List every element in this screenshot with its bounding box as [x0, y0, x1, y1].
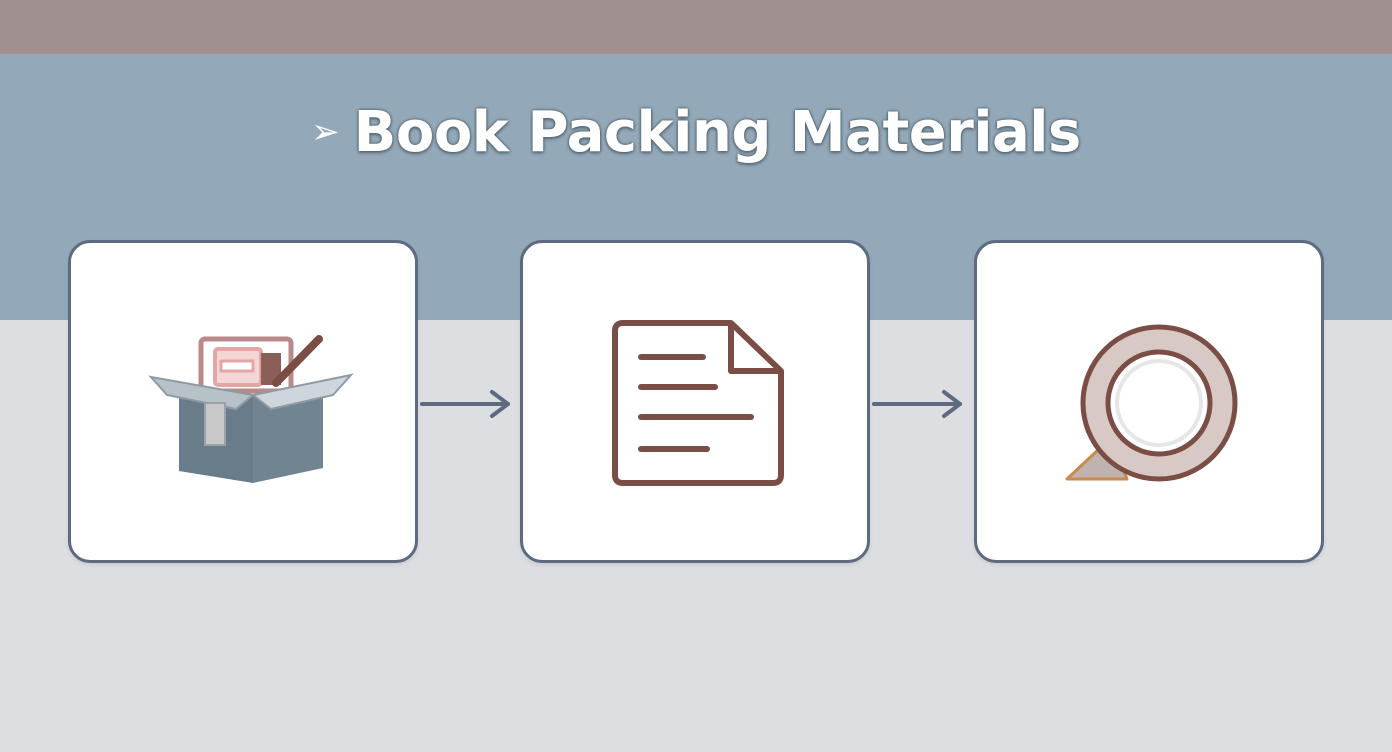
step-card-tape [974, 240, 1324, 563]
box-tape [204, 402, 226, 446]
box-flap-right [250, 373, 354, 411]
step-card-document [520, 240, 870, 563]
document-outline [612, 320, 784, 486]
flow-arrow-2 [872, 390, 962, 418]
title-arrow-icon: ➢ [311, 112, 340, 152]
open-box-icon [148, 335, 354, 483]
document-icon [612, 320, 784, 486]
title-row: ➢ Book Packing Materials [0, 92, 1392, 172]
box-contents-pencil [272, 335, 323, 387]
box-contents-label [219, 359, 255, 373]
box-flap-left [148, 375, 256, 411]
box-contents-block [261, 353, 281, 385]
tape-core [1115, 359, 1203, 447]
page-title: Book Packing Materials [353, 99, 1082, 165]
flow-arrow-1 [420, 390, 510, 418]
top-strip [0, 0, 1392, 54]
step-card-box [68, 240, 418, 563]
tape-roll-icon [1065, 324, 1238, 482]
document-fold [728, 323, 781, 374]
